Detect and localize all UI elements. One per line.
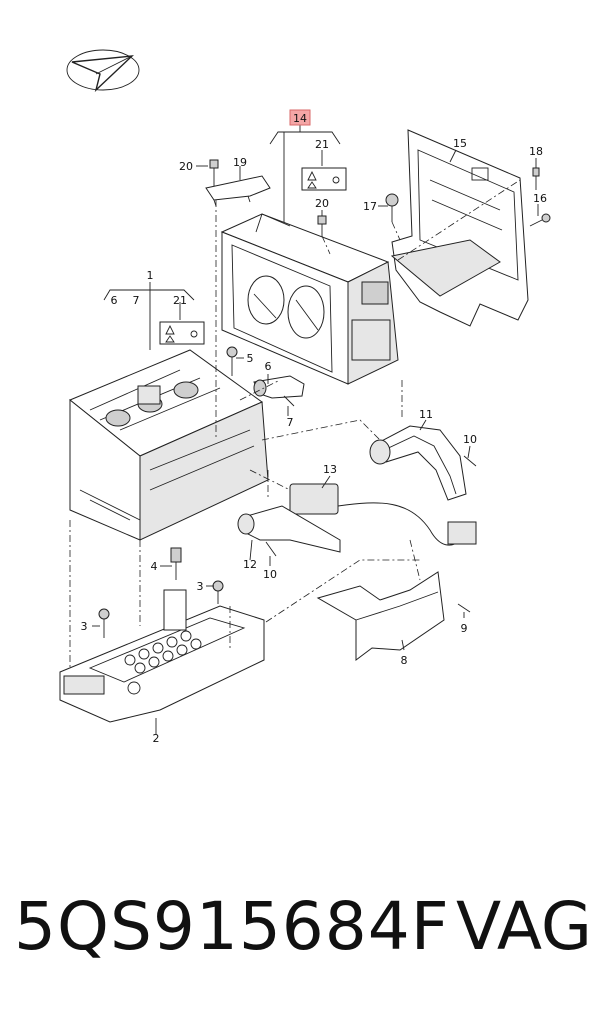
- bolt-17: [385, 193, 399, 222]
- brand-text: VAG: [456, 888, 593, 965]
- part-11-coolant-hose: [369, 425, 467, 501]
- callout-8: 8: [401, 654, 408, 667]
- screw-18: [532, 167, 540, 190]
- callout-7-group: 7: [133, 294, 140, 307]
- screw-20-module: [317, 215, 327, 236]
- direction-arrow-icon: [66, 49, 140, 93]
- screw-4: [170, 547, 182, 580]
- part-12-coolant-hose: [237, 505, 341, 553]
- screw-20-upper: [209, 159, 219, 186]
- callout-21-top: 21: [315, 138, 329, 151]
- callout-3-left: 3: [81, 620, 88, 633]
- part-15-bracket: [390, 129, 529, 327]
- screw-7: [283, 395, 295, 407]
- part-2-base-tray: [59, 589, 265, 723]
- part-number-text: 5QS915684F: [14, 888, 450, 965]
- callout-6-group: 6: [111, 294, 118, 307]
- callout-12: 12: [243, 558, 257, 571]
- warning-label-21-left: [159, 321, 205, 345]
- part-14-inverter-module: [220, 213, 399, 385]
- callout-1: 1: [147, 269, 154, 282]
- screw-3-right: [212, 580, 224, 604]
- part-8-mounting-bracket: [316, 571, 445, 661]
- callout-20-module: 20: [315, 197, 329, 210]
- screw-10-lower: [265, 541, 277, 557]
- callout-4: 4: [151, 560, 158, 573]
- callout-2: 2: [153, 732, 160, 745]
- screw-3-left: [98, 608, 110, 638]
- leader-lines: [92, 120, 539, 734]
- assembly-guide-lines: [69, 179, 521, 670]
- screw-5: [226, 346, 238, 376]
- callout-numbers: 14 21 20 19 15 18 16 17 20 1 6 7 21 5 6 …: [81, 112, 548, 745]
- callout-6: 6: [265, 360, 272, 373]
- callout-15: 15: [453, 137, 467, 150]
- screw-9: [457, 603, 471, 613]
- callout-16: 16: [533, 192, 547, 205]
- callout-20-upper: 20: [179, 160, 193, 173]
- callout-5: 5: [247, 352, 254, 365]
- callout-21-left: 21: [173, 294, 187, 307]
- screw-16: [529, 213, 551, 227]
- callout-9: 9: [461, 622, 468, 635]
- exploded-parts-diagram: 14 21 20 19 15 18 16 17 20 1 6 7 21 5 6 …: [59, 49, 551, 745]
- part-6-elbow-fitting: [253, 375, 305, 399]
- part-1-power-electronics-housing: [69, 349, 269, 541]
- callout-14: 14: [293, 112, 307, 125]
- callout-10-right: 10: [463, 433, 477, 446]
- warning-label-21-top: [301, 167, 347, 191]
- screw-10-right: [463, 455, 477, 467]
- callout-3-right: 3: [197, 580, 204, 593]
- part-13-wiring-harness: [289, 483, 477, 546]
- callout-19: 19: [233, 156, 247, 169]
- callout-17: 17: [363, 200, 377, 213]
- callout-18: 18: [529, 145, 543, 158]
- tray-honeycomb-pattern: [124, 630, 202, 674]
- callout-14-highlight: [289, 109, 311, 126]
- callout-7: 7: [287, 416, 294, 429]
- callout-10-lower: 10: [263, 568, 277, 581]
- callout-13: 13: [323, 463, 337, 476]
- callout-11: 11: [419, 408, 433, 421]
